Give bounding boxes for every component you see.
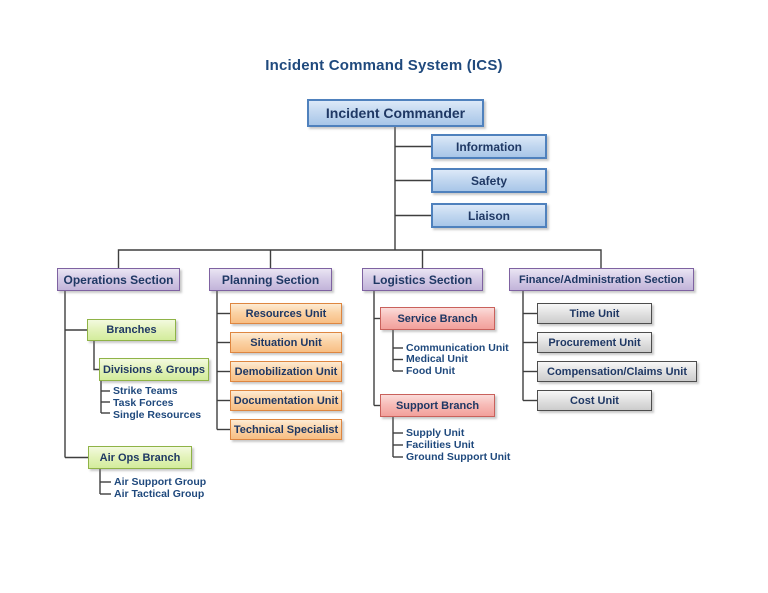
divisions-groups-items: Strike Teams Task Forces Single Resource… [113, 385, 201, 421]
node-time-unit: Time Unit [537, 303, 652, 324]
support-branch-items: Supply Unit Facilities Unit Ground Suppo… [406, 427, 510, 463]
item-air-tactical-group: Air Tactical Group [114, 488, 205, 500]
item-single-resources: Single Resources [113, 409, 202, 421]
item-strike-teams: Strike Teams [113, 385, 178, 397]
node-documentation-unit: Documentation Unit [230, 390, 342, 411]
item-supply-unit: Supply Unit [406, 427, 465, 439]
node-technical-specialist: Technical Specialist [230, 419, 342, 440]
item-ground-support-unit: Ground Support Unit [406, 451, 511, 463]
air-ops-items: Air Support Group Air Tactical Group [114, 476, 206, 500]
node-service-branch: Service Branch [380, 307, 495, 330]
node-air-ops-branch: Air Ops Branch [88, 446, 192, 469]
node-branches: Branches [87, 319, 176, 341]
node-support-branch: Support Branch [380, 394, 495, 417]
node-compensation-claims-unit: Compensation/Claims Unit [537, 361, 697, 382]
diagram-title: Incident Command System (ICS) [265, 57, 503, 74]
item-communication-unit: Communication Unit [406, 341, 509, 354]
item-facilities-unit: Facilities Unit [406, 439, 475, 451]
node-incident-commander: Incident Commander [307, 99, 484, 127]
node-divisions-groups: Divisions & Groups [99, 358, 209, 381]
service-branch-items: Communication Unit Medical Unit Food Uni… [406, 341, 509, 378]
node-situation-unit: Situation Unit [230, 332, 342, 353]
node-demobilization-unit: Demobilization Unit [230, 361, 342, 382]
node-resources-unit: Resources Unit [230, 303, 342, 324]
item-air-support-group: Air Support Group [114, 476, 207, 488]
node-information: Information [431, 134, 547, 159]
node-cost-unit: Cost Unit [537, 390, 652, 411]
item-food-unit: Food Unit [406, 364, 455, 377]
item-medical-unit: Medical Unit [406, 353, 468, 365]
node-planning-section: Planning Section [209, 268, 332, 291]
node-logistics-section: Logistics Section [362, 268, 483, 291]
node-liaison: Liaison [431, 203, 547, 228]
node-operations-section: Operations Section [57, 268, 180, 291]
node-safety: Safety [431, 168, 547, 193]
item-task-forces: Task Forces [113, 397, 174, 409]
node-finance-administration-section: Finance/Administration Section [509, 268, 694, 291]
node-procurement-unit: Procurement Unit [537, 332, 652, 353]
